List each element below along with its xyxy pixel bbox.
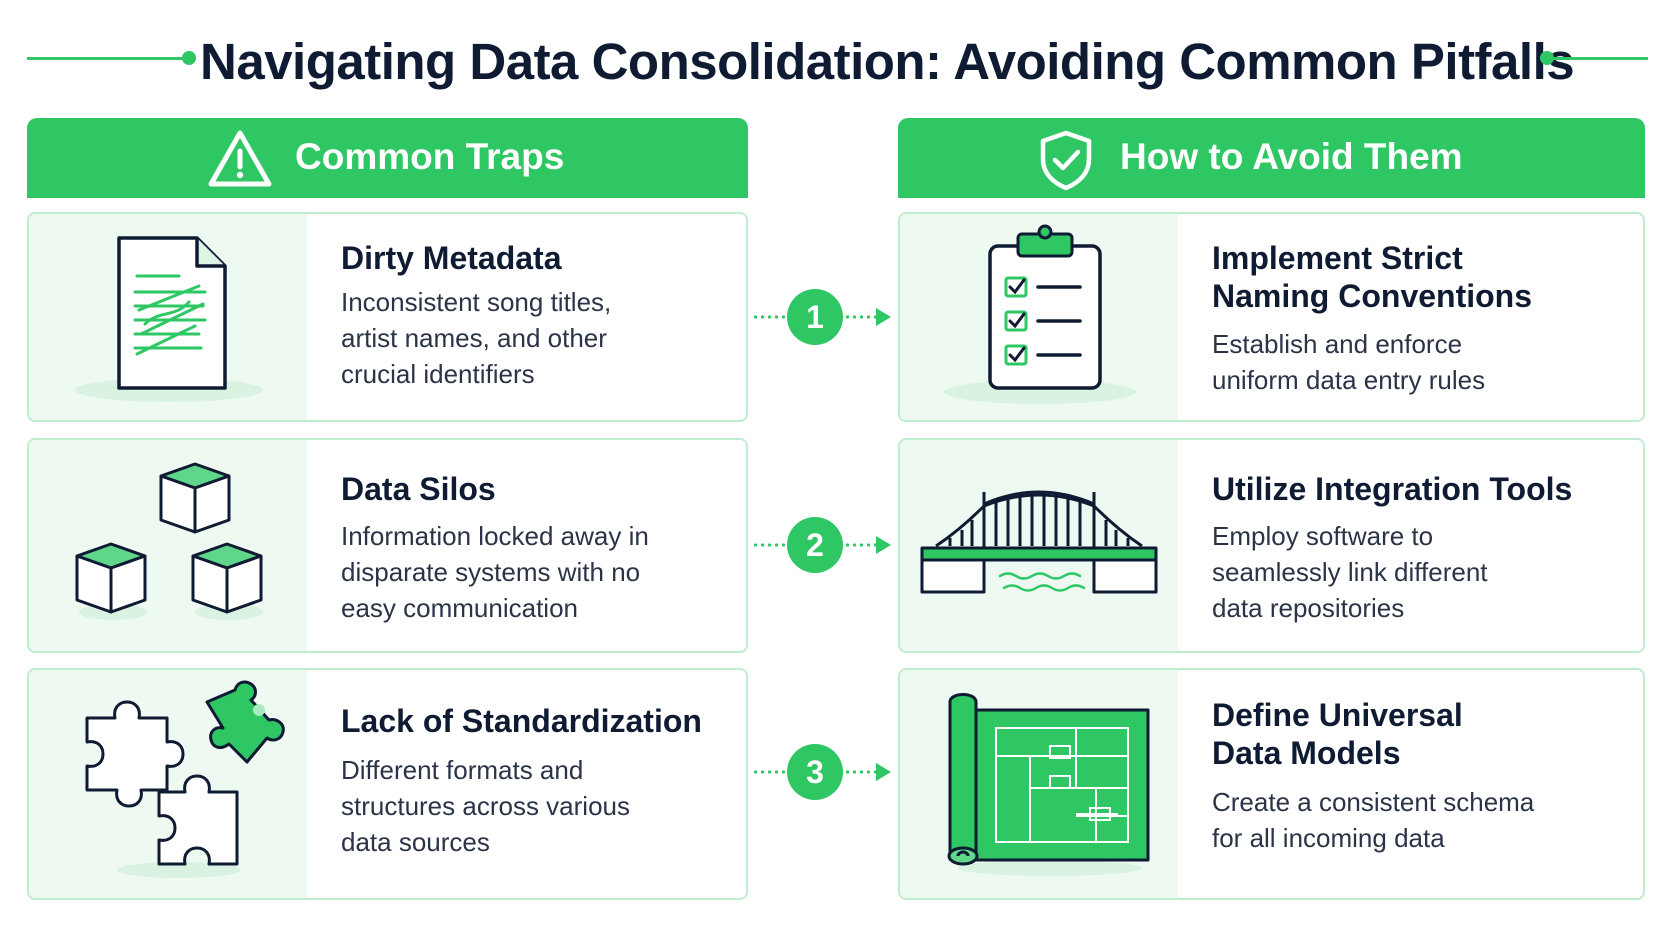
blueprint-icon	[947, 693, 1150, 876]
trap-description-line: Inconsistent song titles,	[341, 287, 612, 317]
trap-description-line: disparate systems with no	[341, 557, 641, 587]
trap-title: Dirty Metadata	[341, 240, 562, 276]
dotted-line	[844, 543, 876, 547]
solution-card-integration-tools: Utilize Integration Tools Employ softwar…	[898, 438, 1645, 653]
solution-description-line: seamlessly link different	[1212, 557, 1488, 587]
connector-2: 2	[748, 516, 898, 576]
solution-description-line: uniform data entry rules	[1212, 365, 1486, 395]
how-to-avoid-title: How to Avoid Them	[1120, 136, 1463, 177]
dotted-line	[752, 543, 786, 547]
step-number-badge: 1	[787, 289, 843, 345]
trap-description-line: artist names, and other	[341, 323, 607, 353]
trap-description-line: crucial identifiers	[341, 359, 535, 389]
solution-icon-panel	[900, 440, 1178, 651]
title-dot-right	[1540, 51, 1554, 65]
checklist-clipboard-icon	[944, 224, 1136, 404]
trap-title: Lack of Standardization	[341, 703, 702, 739]
step-number-badge: 2	[787, 517, 843, 573]
solution-title-line: Utilize Integration Tools	[1212, 471, 1573, 507]
solution-description-line: data repositories	[1212, 593, 1405, 623]
title-row: Navigating Data Consolidation: Avoiding …	[0, 22, 1672, 94]
solution-title-line: Implement Strict	[1212, 240, 1463, 276]
trap-card-data-silos: Data Silos Information locked away in di…	[27, 438, 748, 653]
trap-description-line: easy communication	[341, 593, 578, 623]
dotted-line	[752, 770, 786, 774]
dotted-line	[844, 770, 876, 774]
puzzle-pieces-icon	[85, 680, 285, 878]
warning-triangle-icon	[208, 130, 272, 187]
solution-card-naming-conventions: Implement Strict Naming Conventions Esta…	[898, 212, 1645, 422]
common-traps-title: Common Traps	[295, 136, 565, 177]
trap-description-line: data sources	[341, 827, 490, 857]
scribbled-document-icon	[75, 236, 263, 402]
page-title: Navigating Data Consolidation: Avoiding …	[200, 33, 1575, 90]
arrow-right-icon	[876, 308, 891, 326]
solution-title-line: Data Models	[1212, 735, 1401, 771]
title-dot-left	[182, 51, 196, 65]
isolated-cubes-icon	[75, 462, 263, 620]
connector-3: 3	[748, 743, 898, 803]
arrow-right-icon	[876, 763, 891, 781]
trap-description-line: Different formats and	[341, 755, 584, 785]
solution-title-line: Naming Conventions	[1212, 278, 1533, 314]
solution-description-line: for all incoming data	[1212, 823, 1445, 853]
solution-description-line: Establish and enforce	[1212, 329, 1463, 359]
dotted-line	[844, 315, 876, 319]
solution-description-line: Employ software to	[1212, 521, 1434, 551]
arrow-right-icon	[876, 536, 891, 554]
title-divider-right	[1548, 57, 1648, 60]
how-to-avoid-header: How to Avoid Them	[898, 118, 1645, 198]
step-number-badge: 3	[787, 744, 843, 800]
dotted-line	[752, 315, 786, 319]
title-divider-left	[27, 57, 185, 60]
common-traps-header: Common Traps	[27, 118, 748, 198]
solution-title-line: Define Universal	[1212, 697, 1463, 733]
shield-check-icon	[1040, 130, 1092, 191]
solution-description-line: Create a consistent schema	[1212, 787, 1535, 817]
trap-card-lack-of-standardization: Lack of Standardization Different format…	[27, 668, 748, 900]
trap-description-line: Information locked away in	[341, 521, 649, 551]
trap-card-dirty-metadata: Dirty Metadata Inconsistent song titles,…	[27, 212, 748, 422]
bridge-icon	[920, 490, 1158, 594]
solution-card-universal-data-models: Define Universal Data Models Create a co…	[898, 668, 1645, 900]
trap-title: Data Silos	[341, 471, 496, 507]
connector-1: 1	[748, 288, 898, 348]
trap-description-line: structures across various	[341, 791, 630, 821]
